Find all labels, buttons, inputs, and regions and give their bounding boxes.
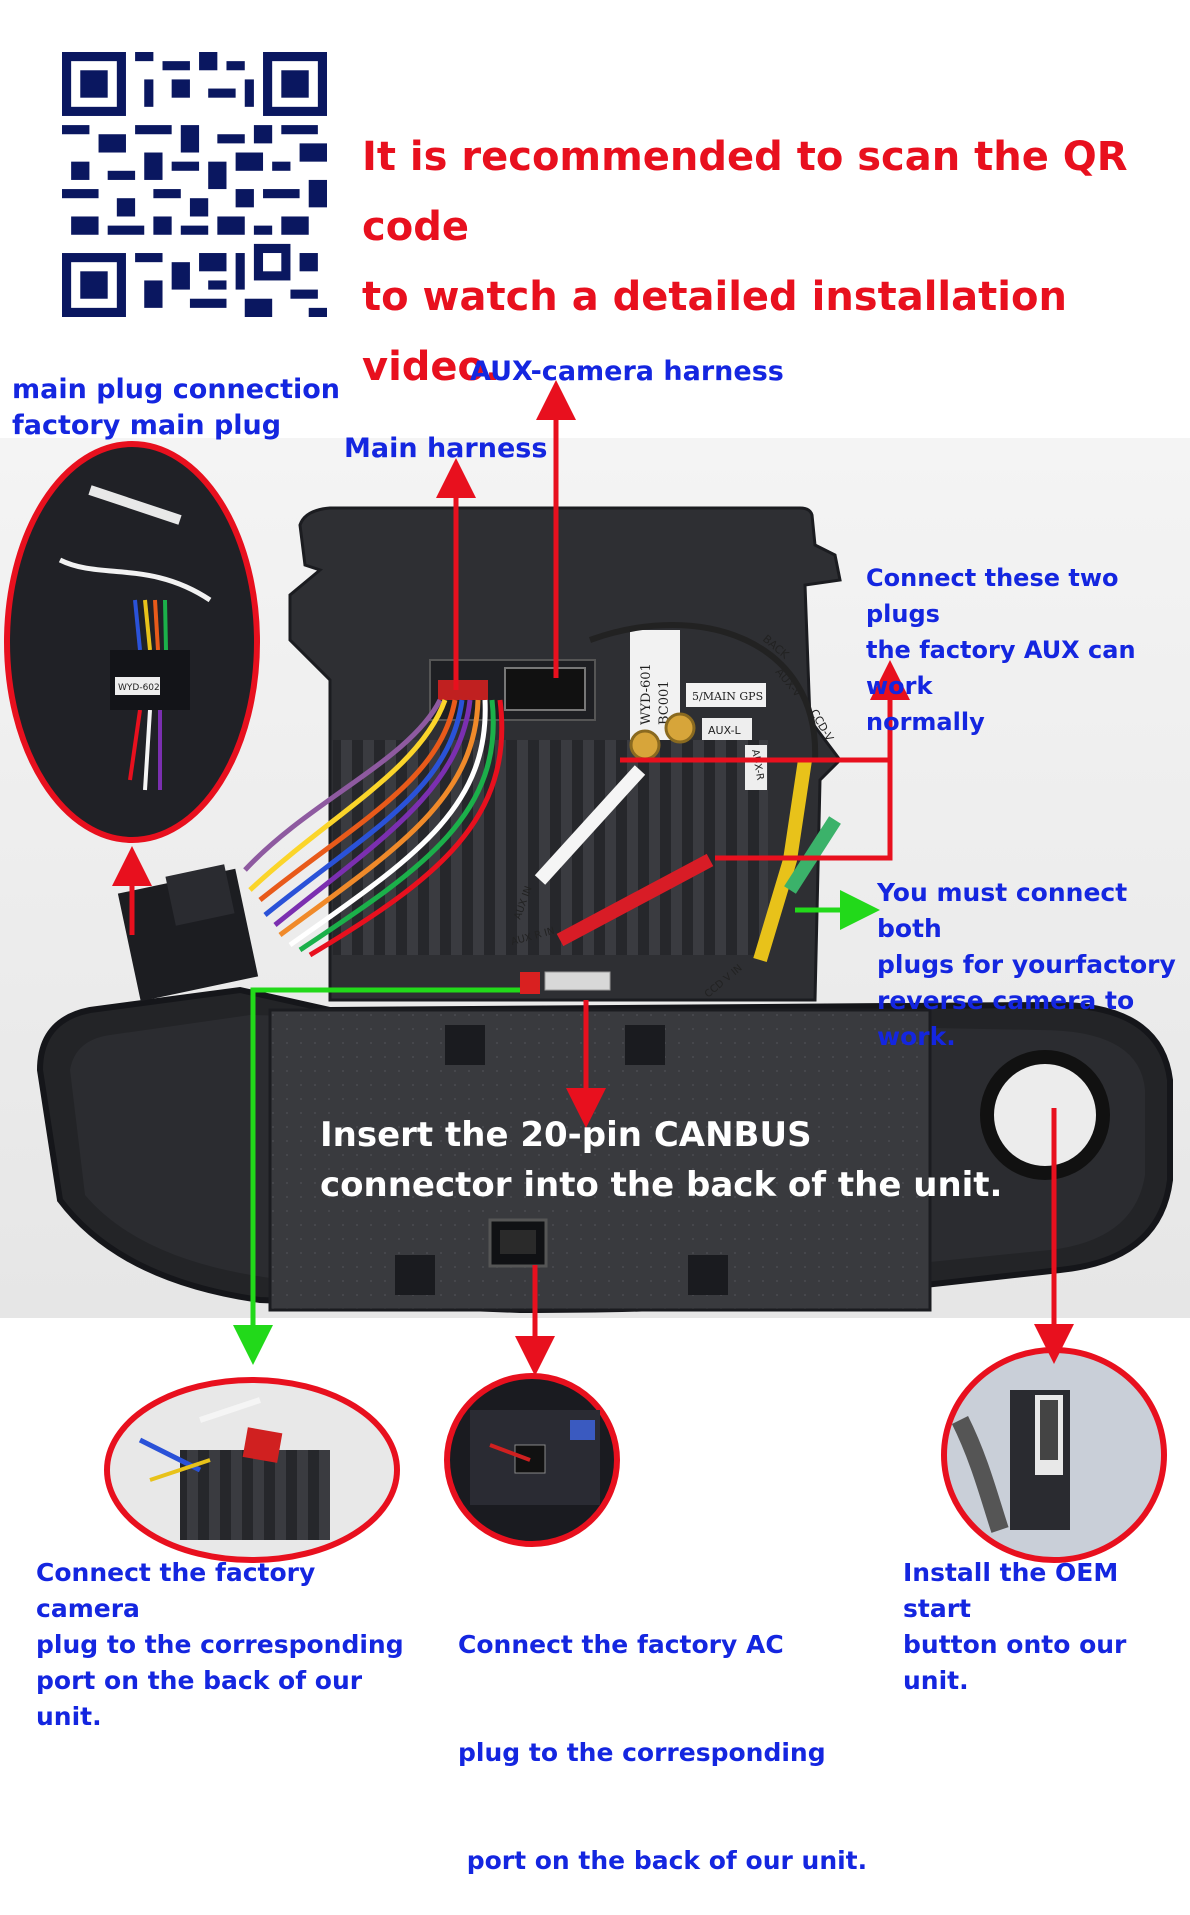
label-main-plug-line2: factory main plug (12, 410, 282, 441)
label-connect-two-line3: normally (866, 708, 985, 736)
label-main-plug-line1: main plug connection (12, 374, 341, 405)
canbus-connector (520, 972, 540, 994)
inset-ac-port (444, 1373, 620, 1547)
unit-model-label: WYD-601 (639, 663, 654, 725)
label-connect-two-line1: Connect these two plugs (866, 564, 1119, 628)
label-main-harness: Main harness (344, 433, 548, 464)
antenna-port-1 (629, 729, 661, 761)
inset-plug-label: WYD-602 (118, 683, 160, 693)
label-ac-line2: plug to the corresponding (458, 1738, 826, 1767)
antenna-port-2 (664, 712, 696, 744)
label-camera-line2: plug to the corresponding (36, 1630, 404, 1659)
arrow-aux-connect-2 (715, 760, 893, 861)
inset-main-plug: WYD-602 (4, 441, 260, 843)
label-must-connect-line1: You must connect both (877, 878, 1128, 943)
inset-camera-port (104, 1377, 400, 1563)
label-start-line2: button onto our unit. (903, 1630, 1127, 1695)
aux-r-label: AUX-R (749, 749, 765, 782)
lower-panel (268, 1008, 932, 1312)
arrow-camera-port (233, 987, 520, 1365)
qr-code-icon (62, 52, 327, 317)
label-start-line1: Install the OEM start (903, 1558, 1119, 1623)
label-camera-line1: Connect the factory camera (36, 1558, 316, 1623)
label-ac-line3: port on the back of our unit. (458, 1846, 868, 1875)
aux-l-label: AUX-L (708, 724, 742, 737)
label-canbus: Insert the 20-pin CANBUS connector into … (320, 1110, 1040, 1210)
label-connect-two-line2: the factory AUX can work (866, 636, 1136, 700)
aux-rca-white (534, 765, 646, 885)
aux-rca-red (556, 853, 714, 947)
wire-harness (243, 698, 505, 958)
label-aux-camera-harness: AUX-camera harness (470, 356, 784, 387)
camera-rca-green (784, 816, 841, 894)
label-must-connect-line3: reverse camera to work. (877, 986, 1135, 1051)
qr-instruction: It is recommended to scan the QR code to… (362, 122, 1162, 402)
label-camera-line3: port on the back of our unit. (36, 1666, 363, 1731)
label-canbus-line2: connector into the back of the unit. (320, 1165, 1003, 1205)
label-must-connect: You must connect both plugs for yourfact… (877, 875, 1187, 1055)
qr-instruction-line1: It is recommended to scan the QR code (362, 134, 1128, 250)
label-camera-plug: Connect the factory camera plug to the c… (36, 1555, 416, 1735)
qr-instruction-line2: to watch a detailed installation video. (362, 274, 1067, 390)
gps-label: 5/MAIN GPS (692, 690, 763, 703)
label-connect-two-plugs: Connect these two plugs the factory AUX … (866, 560, 1186, 740)
inset-start-button (941, 1347, 1167, 1563)
label-ac-plug: Connect the factory AC plug to the corre… (458, 1555, 868, 1915)
label-ac-line1: Connect the factory AC (458, 1630, 784, 1659)
label-start-button: Install the OEM start button onto our un… (903, 1555, 1190, 1699)
start-button-hole (980, 1050, 1110, 1180)
heatsink (333, 740, 768, 955)
label-canbus-line1: Insert the 20-pin CANBUS (320, 1115, 812, 1155)
label-must-connect-line2: plugs for yourfactory (877, 950, 1176, 979)
unit-back-diagram: WYD-601 BC001 5/MAIN GPS AUX-L AUX-R BAC… (0, 380, 1190, 1563)
label-main-plug: main plug connection factory main plug (12, 372, 340, 444)
unit-board-label: BC001 (657, 680, 672, 725)
